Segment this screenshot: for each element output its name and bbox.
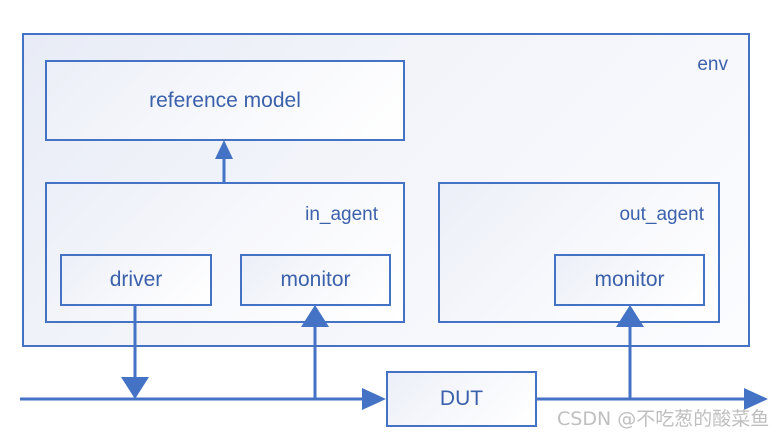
block-out-monitor[interactable]: monitor xyxy=(554,254,705,306)
bus-line-input xyxy=(20,388,386,410)
block-reference-model[interactable]: reference model xyxy=(45,60,405,141)
block-in-agent-label: in_agent xyxy=(305,204,378,225)
block-in-driver[interactable]: driver xyxy=(60,254,212,306)
watermark-text: CSDN @不吃葱的酸菜鱼 xyxy=(557,408,770,430)
block-in-driver-label: driver xyxy=(109,268,163,291)
block-in-monitor[interactable]: monitor xyxy=(240,254,391,306)
block-out-monitor-label: monitor xyxy=(594,268,665,291)
block-in-monitor-label: monitor xyxy=(280,268,351,291)
block-reference-model-label: reference model xyxy=(149,88,301,112)
block-dut[interactable]: DUT xyxy=(386,371,537,427)
block-out-agent-label: out_agent xyxy=(619,204,704,225)
block-dut-label: DUT xyxy=(439,387,484,410)
block-env-label: env xyxy=(697,54,728,75)
